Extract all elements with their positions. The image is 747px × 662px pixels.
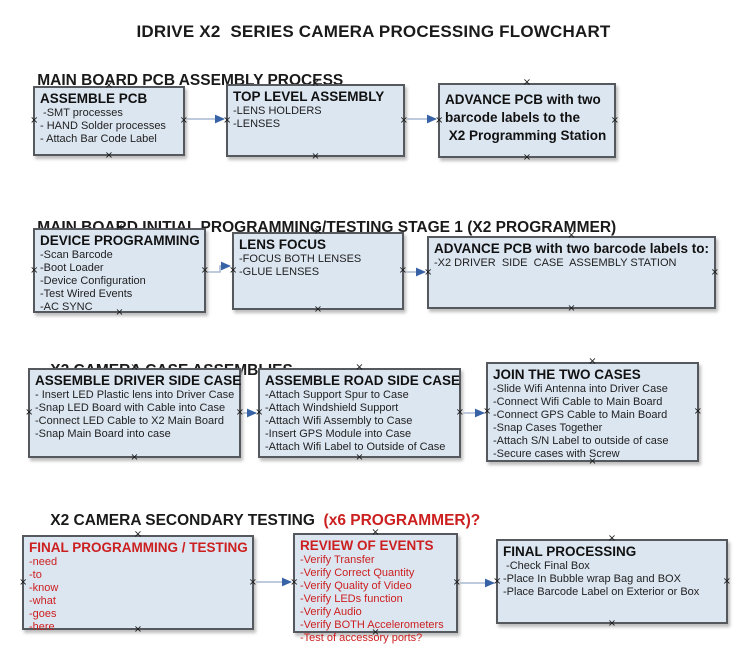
section-heading-red-text: (x6 PROGRAMMER)? <box>323 512 481 529</box>
box-item: - HAND Solder processes <box>40 120 166 132</box>
flow-box-join-the-two-cases: JOIN THE TWO CASES -Slide Wifi Antenna i… <box>483 357 702 467</box>
box-item: -Verify BOTH Accelerometers <box>300 619 444 631</box>
box-title: ADVANCE PCB with two barcode labels to: <box>434 241 710 256</box>
box-item: -Attach Wifi Label to Outside of Case <box>265 441 446 453</box>
box-items: - Insert LED Plastic lens into Driver Ca… <box>35 389 235 441</box>
flow-box-final-processing: FINAL PROCESSING -Check Final Box-Place … <box>493 534 731 629</box>
box-item: -Connect LED Cable to X2 Main Board <box>35 415 224 427</box>
box-item: -Place Barcode Label on Exterior or Box <box>503 586 700 598</box>
box-items: -SMT processes- HAND Solder processes- A… <box>40 107 179 146</box>
flow-box-assemble-driver-side-case: ASSEMBLE DRIVER SIDE CASE - Insert LED P… <box>25 363 244 463</box>
box-title: TOP LEVEL ASSEMBLY <box>233 89 385 104</box>
box-item: -Insert GPS Module into Case <box>265 428 412 440</box>
section-heading-initial-programming: MAIN BOARD INITIAL PROGRAMMING/TESTING S… <box>20 198 616 238</box>
box-item: -Test Wired Events <box>40 288 133 300</box>
box-items: -Attach Support Spur to Case-Attach Wind… <box>265 389 455 454</box>
box-item: -here <box>29 621 55 633</box>
box-item: -Boot Loader <box>40 262 104 274</box>
box-title: JOIN THE TWO CASES <box>493 367 641 382</box>
box-item: -AC SYNC <box>40 301 93 313</box>
box-item: -Scan Barcode <box>40 249 113 261</box>
box-title: ASSEMBLE PCB <box>40 91 148 106</box>
flow-box-lens-focus: LENS FOCUS -FOCUS BOTH LENSES-GLUE LENSE… <box>229 227 407 315</box>
box-items: -X2 DRIVER SIDE CASE ASSEMBLY STATION <box>434 257 710 270</box>
section-heading-text: X2 CAMERA SECONDARY TESTING <box>50 512 324 529</box>
box-item: -Test of accessory ports? <box>300 632 423 644</box>
box-items: -need-to-know-what-goes-here <box>29 556 248 634</box>
box-item: barcode labels to the <box>445 110 581 125</box>
box-item: -goes <box>29 608 57 620</box>
box-item: -Snap Cases Together <box>493 422 603 434</box>
flow-box-advance-to-case-assembly: ADVANCE PCB with two barcode labels to: … <box>424 231 719 314</box>
section-heading-secondary-testing: X2 CAMERA SECONDARY TESTING (x6 PROGRAMM… <box>33 491 480 531</box>
box-item: -X2 DRIVER SIDE CASE ASSEMBLY STATION <box>434 257 677 269</box>
box-item: -to <box>29 569 42 581</box>
box-item: -Connect Wifi Cable to Main Board <box>493 396 663 408</box>
box-item: -Check Final Box <box>503 560 590 572</box>
box-items: -Check Final Box-Place In Bubble wrap Ba… <box>503 560 722 599</box>
flow-box-review-of-events: REVIEW OF EVENTS -Verify Transfer-Verify… <box>290 528 461 645</box>
box-item: - Attach Bar Code Label <box>40 133 157 145</box>
box-items: -Verify Transfer-Verify Correct Quantity… <box>300 554 452 645</box>
section-heading-text: MAIN BOARD INITIAL PROGRAMMING/TESTING S… <box>37 219 617 236</box>
box-title: LENS FOCUS <box>239 237 327 252</box>
box-item: -Attach Windshield Support <box>265 402 399 414</box>
box-item: -Place In Bubble wrap Bag and BOX <box>503 573 681 585</box>
box-item: -Snap Main Board into case <box>35 428 171 440</box>
box-item: -Secure cases with Screw <box>493 448 620 460</box>
flow-box-final-programming-testing: FINAL PROGRAMMING / TESTING -need-to-kno… <box>19 530 257 635</box>
box-item: -Verify Correct Quantity <box>300 567 415 579</box>
box-items: -LENS HOLDERS-LENSES <box>233 105 399 131</box>
box-bold-lines: ADVANCE PCB with two barcode labels to th… <box>445 91 610 145</box>
box-item: -Verify LEDs function <box>300 593 403 605</box>
flow-arrow <box>207 261 231 273</box>
box-item: -Connect GPS Cable to Main Board <box>493 409 668 421</box>
box-item: ADVANCE PCB with two <box>445 92 601 107</box>
box-items: -Scan Barcode-Boot Loader-Device Configu… <box>40 249 200 314</box>
box-title: ASSEMBLE ROAD SIDE CASE <box>265 373 461 388</box>
box-item: -Verify Quality of Video <box>300 580 412 592</box>
box-item: -FOCUS BOTH LENSES <box>239 253 362 265</box>
flow-box-top-level-assembly: TOP LEVEL ASSEMBLY -LENS HOLDERS-LENSES … <box>223 79 408 162</box>
box-title: REVIEW OF EVENTS <box>300 538 434 553</box>
flow-box-advance-to-programming-station: ADVANCE PCB with two barcode labels to th… <box>435 78 619 163</box>
box-item: -know <box>29 582 59 594</box>
box-item: -Verify Transfer <box>300 554 375 566</box>
box-title: FINAL PROGRAMMING / TESTING <box>29 540 248 555</box>
box-item: -Attach Support Spur to Case <box>265 389 409 401</box>
box-item: -need <box>29 556 58 568</box>
box-item: -GLUE LENSES <box>239 266 320 278</box>
box-item: -Device Configuration <box>40 275 146 287</box>
box-item: -SMT processes <box>40 107 123 119</box>
box-item: -Snap LED Board with Cable into Case <box>35 402 226 414</box>
flow-box-device-programming: DEVICE PROGRAMMING -Scan Barcode-Boot Lo… <box>30 223 209 318</box>
box-items: -FOCUS BOTH LENSES-GLUE LENSES <box>239 253 398 279</box>
box-item: -Verify Audio <box>300 606 362 618</box>
box-title: ASSEMBLE DRIVER SIDE CASE <box>35 373 242 388</box>
box-item: X2 Programming Station <box>445 128 607 143</box>
box-item: - Insert LED Plastic lens into Driver Ca… <box>35 389 235 401</box>
box-title: DEVICE PROGRAMMING <box>40 233 200 248</box>
box-item: -Attach Wifi Assembly to Case <box>265 415 413 427</box>
box-items: -Slide Wifi Antenna into Driver Case-Con… <box>493 383 693 461</box>
box-title: FINAL PROCESSING <box>503 544 637 559</box>
flow-box-assemble-road-side-case: ASSEMBLE ROAD SIDE CASE -Attach Support … <box>255 363 464 463</box>
page-title: IDRIVE X2 SERIES CAMERA PROCESSING FLOWC… <box>136 22 611 41</box>
box-item: -Attach S/N Label to outside of case <box>493 435 669 447</box>
box-item: -what <box>29 595 56 607</box>
box-item: -LENSES <box>233 118 281 130</box>
box-item: -Slide Wifi Antenna into Driver Case <box>493 383 668 395</box>
flow-box-assemble-pcb: ASSEMBLE PCB -SMT processes- HAND Solder… <box>30 81 188 161</box>
box-item: -LENS HOLDERS <box>233 105 322 117</box>
